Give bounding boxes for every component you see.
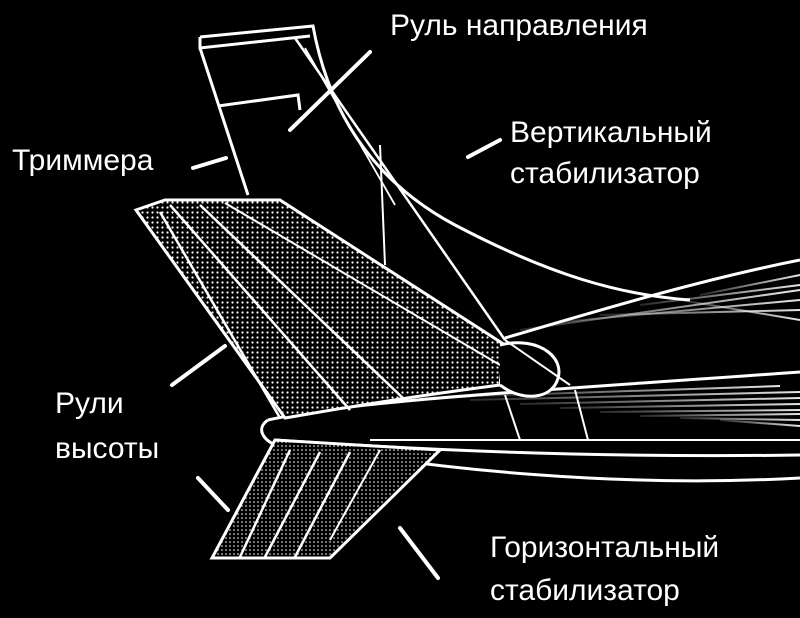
upper-horizontal-stabilizer xyxy=(133,198,507,420)
leader-rudder xyxy=(288,50,372,132)
label-elevators-line2: высоты xyxy=(55,432,159,465)
tail-junction xyxy=(499,339,571,398)
label-rudder: Руль направления xyxy=(390,9,648,42)
leader-vertical-stabilizer xyxy=(466,138,502,159)
leader-elevators-upper xyxy=(170,344,227,387)
label-horizontal-stabilizer-line2: стабилизатор xyxy=(490,574,680,607)
label-vertical-stabilizer-line1: Вертикальный xyxy=(510,116,712,149)
label-elevators-line1: Рули xyxy=(55,387,124,420)
leader-lines xyxy=(170,50,502,580)
leader-trim-tabs xyxy=(191,156,228,170)
fuselage-hatching xyxy=(469,274,800,427)
leader-horizontal-stabilizer xyxy=(398,526,440,580)
label-trim-tabs: Триммера xyxy=(12,144,154,177)
leader-elevators-lower xyxy=(196,476,230,512)
lower-horizontal-stabilizer xyxy=(209,438,444,560)
label-vertical-stabilizer-line2: стабилизатор xyxy=(510,157,700,190)
label-horizontal-stabilizer-line1: Горизонтальный xyxy=(490,531,719,564)
